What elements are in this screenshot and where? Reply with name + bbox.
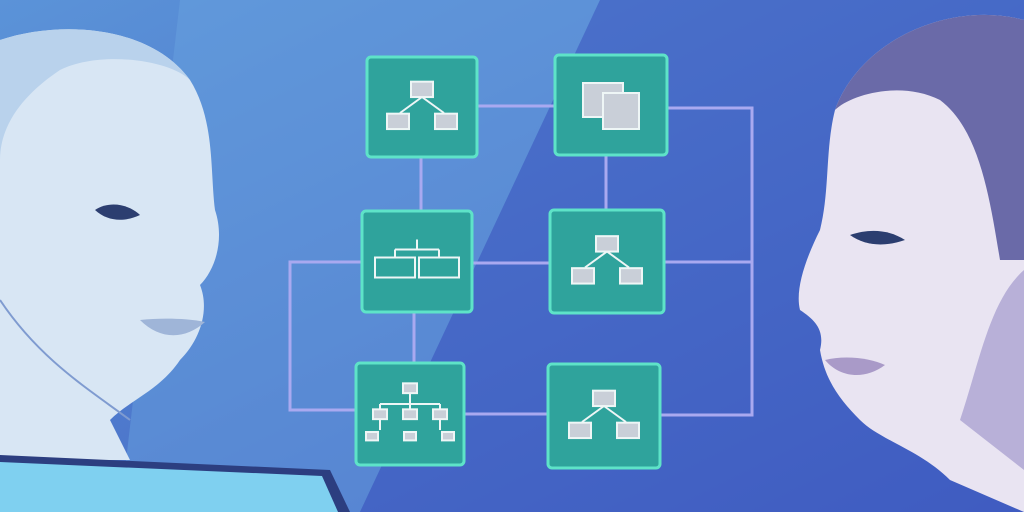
- hierarchy-icon: [568, 389, 640, 440]
- connector-lines: [288, 104, 754, 417]
- monitor-screen: [0, 462, 338, 512]
- hierarchy-icon: [571, 235, 643, 285]
- tree-network-icon: [365, 382, 455, 442]
- diagram-node: [548, 208, 666, 315]
- diagram-node: [553, 53, 669, 157]
- hierarchy-icon: [386, 80, 458, 131]
- folder-documents-icon: [582, 82, 640, 130]
- diagram-node: [546, 362, 662, 470]
- person-left-icon: [0, 29, 350, 512]
- light-band: [120, 0, 600, 512]
- diagram-node: [365, 55, 479, 159]
- node-box: [365, 55, 479, 159]
- node-box: [546, 362, 662, 470]
- diagram-node: [360, 209, 474, 314]
- node-box: [548, 208, 666, 315]
- org-chart-icon: [374, 239, 460, 279]
- node-box: [360, 209, 474, 314]
- person-right-icon: [798, 14, 1024, 512]
- diagram-node: [354, 361, 466, 467]
